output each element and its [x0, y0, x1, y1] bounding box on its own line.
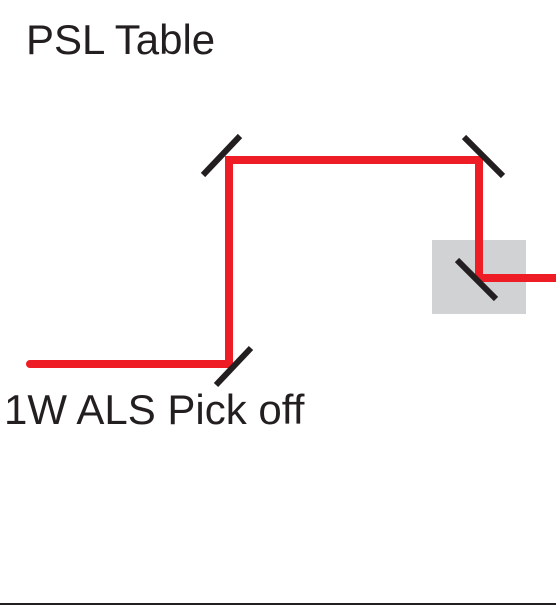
table-title: PSL Table	[26, 16, 216, 63]
pickoff-label: 1W ALS Pick off	[4, 386, 305, 433]
mirror-pickoff	[454, 257, 499, 302]
mirror-top-left	[200, 133, 243, 178]
bottom-divider	[0, 603, 556, 605]
mirror-top-right	[461, 134, 506, 179]
laser-beam-path	[26, 156, 556, 368]
mirror-bottom-left	[213, 345, 254, 388]
